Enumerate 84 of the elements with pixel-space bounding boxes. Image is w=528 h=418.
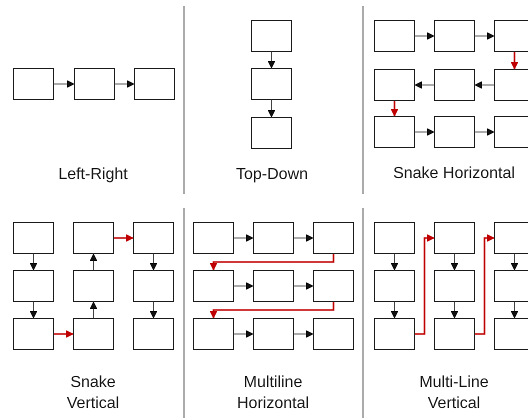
empty-box (253, 318, 294, 350)
arrow (234, 330, 254, 338)
empty-box (253, 270, 294, 302)
arrow (414, 81, 434, 89)
empty-box (313, 270, 354, 302)
empty-box (253, 222, 294, 254)
empty-box (374, 222, 415, 254)
empty-box (434, 20, 475, 52)
empty-box (133, 270, 174, 302)
arrow (474, 81, 494, 89)
empty-box (434, 222, 475, 254)
empty-box (134, 68, 175, 100)
arrow (268, 52, 276, 68)
arrow (210, 302, 334, 318)
empty-box (494, 116, 528, 148)
arrow (294, 234, 314, 242)
empty-box (434, 270, 475, 302)
empty-box (73, 318, 114, 350)
arrow (474, 32, 494, 40)
empty-box (434, 69, 475, 101)
empty-box (193, 270, 234, 302)
empty-box (434, 116, 475, 148)
empty-box (13, 318, 54, 350)
empty-box (13, 222, 54, 254)
arrow (390, 254, 398, 270)
arrow (390, 101, 398, 116)
arrow (30, 254, 38, 270)
arrow (415, 234, 434, 335)
empty-box (251, 68, 292, 100)
empty-box (374, 20, 415, 52)
empty-box (494, 270, 528, 302)
arrow (234, 234, 254, 242)
layout-caption: Multiline Horizontal (236, 373, 310, 414)
layout-caption: Snake Vertical (66, 373, 120, 414)
layout-caption: Snake Horizontal (392, 164, 516, 184)
arrow (474, 128, 494, 136)
empty-box (251, 20, 292, 52)
empty-box (494, 318, 528, 350)
arrow (54, 80, 74, 88)
arrow (150, 254, 158, 270)
arrow (414, 128, 434, 136)
empty-box (313, 318, 354, 350)
arrow (294, 282, 314, 290)
empty-box (434, 318, 475, 350)
arrow (450, 254, 458, 270)
arrow (90, 254, 98, 270)
empty-box (73, 270, 114, 302)
arrow (294, 330, 314, 338)
arrow (414, 32, 434, 40)
empty-box (13, 270, 54, 302)
arrow (150, 302, 158, 318)
empty-box (374, 69, 415, 101)
arrow (30, 302, 38, 318)
arrow (450, 302, 458, 318)
layout-caption: Multi-Line Vertical (418, 373, 490, 414)
arrow (390, 302, 398, 318)
empty-box (193, 222, 234, 254)
arrow (90, 302, 98, 318)
layout-caption: Top-Down (234, 165, 310, 185)
arrow (510, 302, 518, 318)
empty-box (494, 69, 528, 101)
arrow (54, 330, 74, 338)
empty-box (74, 68, 115, 100)
arrow (114, 234, 134, 242)
arrow (510, 254, 518, 270)
empty-box (73, 222, 114, 254)
empty-box (193, 318, 234, 350)
arrow (114, 80, 134, 88)
empty-box (13, 68, 54, 100)
arrow (210, 254, 334, 270)
arrow (510, 52, 518, 70)
arrow (475, 234, 494, 335)
layout-caption: Left-Right (57, 165, 129, 185)
arrow (234, 282, 254, 290)
empty-box (494, 222, 528, 254)
empty-box (374, 116, 415, 148)
empty-box (494, 20, 528, 52)
empty-box (133, 318, 174, 350)
empty-box (374, 318, 415, 350)
arrow (268, 100, 276, 118)
empty-box (133, 222, 174, 254)
empty-box (374, 270, 415, 302)
empty-box (251, 117, 292, 149)
empty-box (313, 222, 354, 254)
